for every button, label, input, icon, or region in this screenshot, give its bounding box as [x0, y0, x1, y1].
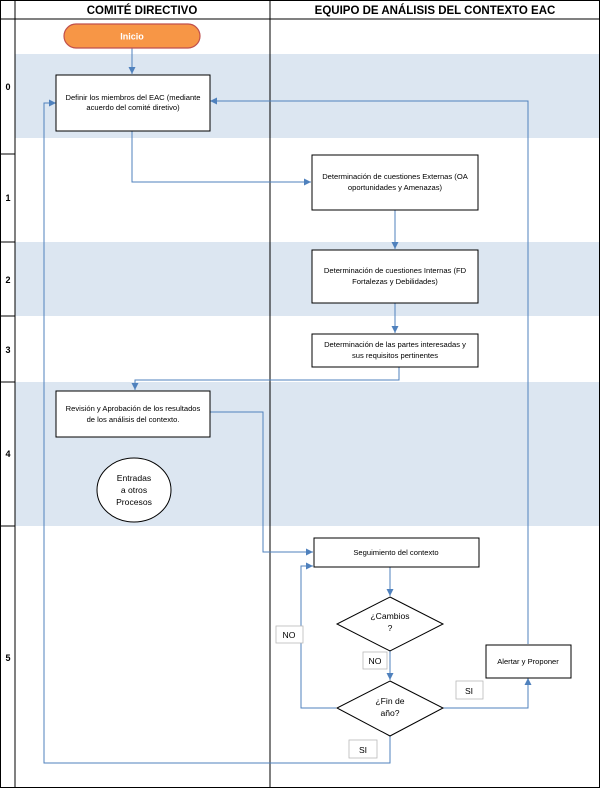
edge-label-no-left: NO: [275, 625, 304, 644]
endyear-decision: ¿Fin de año?: [335, 680, 445, 737]
edge-label-no-left-text: NO: [283, 630, 296, 640]
arrow-review-to-followup: [210, 411, 313, 556]
row-number-3: 3: [5, 345, 10, 355]
followup-label: Seguimiento del contexto: [353, 548, 438, 557]
row-number-2: 2: [5, 275, 10, 285]
row-number-0: 0: [5, 82, 10, 92]
changes-line-2: ?: [388, 623, 393, 633]
external-issues-box: Determinación de cuestiones Externas (OA…: [311, 154, 479, 211]
external-issues-line-1: Determinación de cuestiones Externas (OA: [322, 172, 469, 181]
internal-issues-line-2: Fortalezas y Debilidades): [352, 277, 438, 286]
endyear-line-1: ¿Fin de: [375, 696, 404, 706]
arrow-alert-to-define: [210, 97, 529, 644]
edge-label-si-right-text: SI: [465, 686, 473, 696]
stakeholders-line-2: sus requisitos pertinentes: [352, 351, 438, 360]
review-approval-line-1: Revisión y Aprobación de los resultados: [66, 404, 201, 413]
define-members-box: Definir los miembros del EAC (mediante a…: [55, 74, 211, 132]
changes-decision: ¿Cambios ?: [335, 596, 445, 652]
row-number-1: 1: [5, 193, 10, 203]
connectors: [43, 48, 532, 764]
arrow-endyear-si-to-define: [43, 99, 391, 764]
define-members-line-2: acuerdo del comité diretivo): [86, 103, 180, 112]
alert-propose-box: Alertar y Proponer: [485, 644, 572, 679]
endyear-line-2: año?: [380, 708, 399, 718]
process-outputs-ellipse: Entradas a otros Procesos: [96, 457, 172, 523]
band-row-2: [15, 242, 600, 316]
lane-header-eac: EQUIPO DE ANÁLISIS DEL CONTEXTO EAC: [315, 4, 556, 17]
edge-label-si-right: SI: [455, 680, 484, 700]
review-approval-box: Revisión y Aprobación de los resultados …: [55, 390, 211, 438]
internal-issues-line-1: Determinación de cuestiones Internas (FD: [324, 266, 467, 275]
stakeholders-line-1: Determinación de las partes interesadas …: [324, 340, 466, 349]
external-issues-line-2: oportunidades y Amenazas): [348, 183, 443, 192]
arrow-define-to-external: [131, 131, 311, 186]
arrow-stakeholders-to-review: [131, 367, 400, 390]
internal-issues-box: Determinación de cuestiones Internas (FD…: [311, 249, 479, 304]
review-approval-line-2: de los análisis del contexto.: [87, 415, 180, 424]
edge-label-si-bottom-text: SI: [359, 745, 367, 755]
start-terminator-shape: [63, 23, 201, 49]
lane-header-comite: COMITÉ DIRECTIVO: [87, 4, 198, 17]
row-number-5: 5: [5, 653, 10, 663]
outputs-line-3: Procesos: [116, 497, 152, 507]
followup-box: Seguimiento del contexto: [313, 537, 480, 568]
stakeholders-box: Determinación de las partes interesadas …: [311, 333, 479, 368]
outputs-line-1: Entradas: [117, 473, 151, 483]
row-numbers: 0 1 2 3 4 5: [5, 82, 10, 663]
arrow-endyear-si-to-alert: [443, 678, 532, 709]
edge-label-no-mid-text: NO: [369, 656, 382, 666]
define-members-line-1: Definir los miembros del EAC (mediante: [65, 93, 200, 102]
row-number-4: 4: [5, 449, 10, 459]
start-node: Inicio: [63, 23, 201, 49]
start-label: Inicio: [120, 32, 144, 42]
changes-line-1: ¿Cambios: [370, 611, 409, 621]
arrow-endyear-no-loop: [300, 562, 336, 709]
outputs-line-2: a otros: [121, 485, 147, 495]
edge-label-no-mid: NO: [362, 651, 388, 670]
alert-propose-label: Alertar y Proponer: [497, 657, 559, 666]
edge-label-si-bottom: SI: [348, 739, 378, 759]
